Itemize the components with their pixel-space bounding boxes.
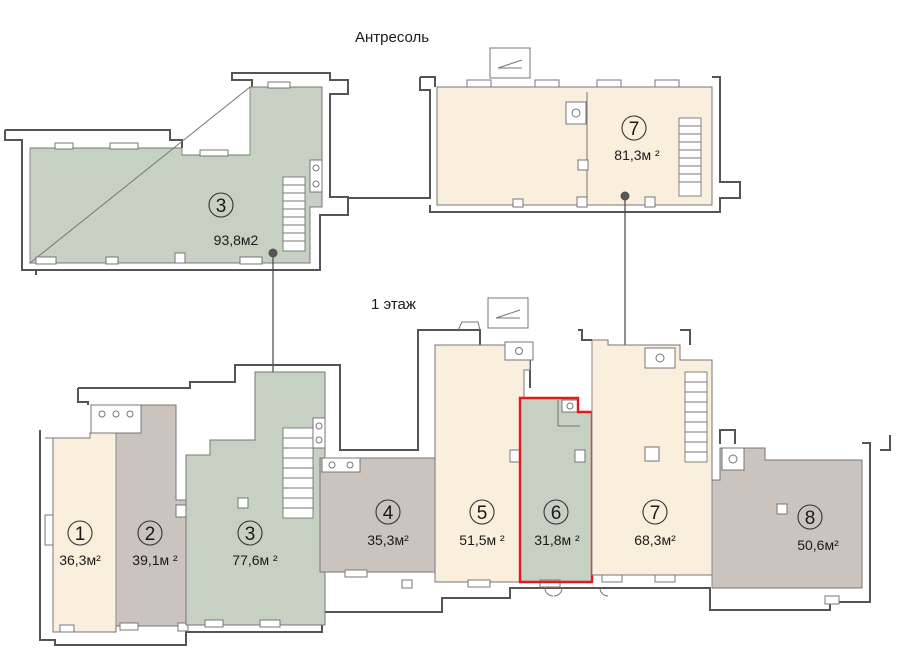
entrance-door-icon xyxy=(544,587,563,597)
unit-number: 3 xyxy=(216,196,227,217)
wc-icon xyxy=(90,404,142,434)
first-floor-unit-6[interactable]: 6 31,8м ² xyxy=(518,396,594,588)
unit-number: 7 xyxy=(629,119,640,140)
unit-number-circle xyxy=(469,499,495,525)
unit-area: 36,3м² xyxy=(59,552,101,568)
unit-number: 6 xyxy=(551,503,562,524)
unit-number-circle xyxy=(642,499,668,525)
mezzanine-heading: Антресоль xyxy=(355,29,429,46)
first-floor-unit-7[interactable]: 7 68,3м² xyxy=(578,329,713,583)
first-floor-unit-8[interactable]: 8 50,6м² xyxy=(711,447,863,605)
unit-area: 51,5м ² xyxy=(459,532,505,548)
first-floor-stairs-3 xyxy=(282,427,314,519)
unit-number: 5 xyxy=(477,503,488,524)
first-floor-outer-wall xyxy=(39,329,891,646)
unit-area: 35,3м² xyxy=(367,532,409,548)
mezzanine-stairs-3 xyxy=(282,176,306,252)
first-floor-unit-2[interactable]: 2 39,1м ² xyxy=(90,404,189,632)
first-floor-heading: 1 этаж xyxy=(371,296,416,313)
unit-area: 31,8м ² xyxy=(534,532,580,548)
first-floor-stairs-7 xyxy=(684,371,708,463)
unit-number: 4 xyxy=(383,503,394,524)
first-floor-unit-5[interactable]: 5 51,5м ² xyxy=(434,297,534,588)
unit-area: 39,1м ² xyxy=(132,552,178,568)
skylight-icon xyxy=(487,297,529,329)
unit-number-circle xyxy=(375,499,401,525)
entrance-door-icon xyxy=(599,587,609,597)
first-floor-unit-4[interactable]: 4 35,3м² xyxy=(319,457,441,589)
unit-number: 7 xyxy=(650,503,661,524)
unit-number-circle xyxy=(621,115,647,141)
stair-connector-7 xyxy=(620,191,630,371)
unit-number: 1 xyxy=(75,524,86,545)
unit-number-circle xyxy=(67,520,93,546)
first-floor-unit-1[interactable]: 1 36,3м² xyxy=(44,432,117,633)
unit-area: 50,6м² xyxy=(797,537,839,553)
mezzanine-unit-3[interactable]: 3 93,8м2 xyxy=(4,72,349,275)
unit-area: 77,6м ² xyxy=(232,552,278,568)
entrance-door-icon xyxy=(457,321,481,331)
wc-icon xyxy=(321,457,361,473)
skylight-icon xyxy=(489,47,531,79)
unit-area: 68,3м² xyxy=(634,532,676,548)
unit-area: 93,8м2 xyxy=(214,232,259,248)
unit-number: 2 xyxy=(145,524,156,545)
unit-number-circle xyxy=(237,520,263,546)
unit-number-circle xyxy=(797,504,823,530)
unit-number-circle xyxy=(137,520,163,546)
mezzanine-unit-7[interactable]: 7 81,3м ² xyxy=(348,47,741,213)
mezzanine-stairs-7 xyxy=(678,117,702,197)
unit-number: 8 xyxy=(805,508,816,529)
unit-number-circle xyxy=(543,499,569,525)
unit-number: 3 xyxy=(245,524,256,545)
unit-number-circle xyxy=(208,192,234,218)
first-floor-unit-3[interactable]: 3 77,6м ² xyxy=(185,371,326,628)
unit-area: 81,3м ² xyxy=(614,147,660,163)
